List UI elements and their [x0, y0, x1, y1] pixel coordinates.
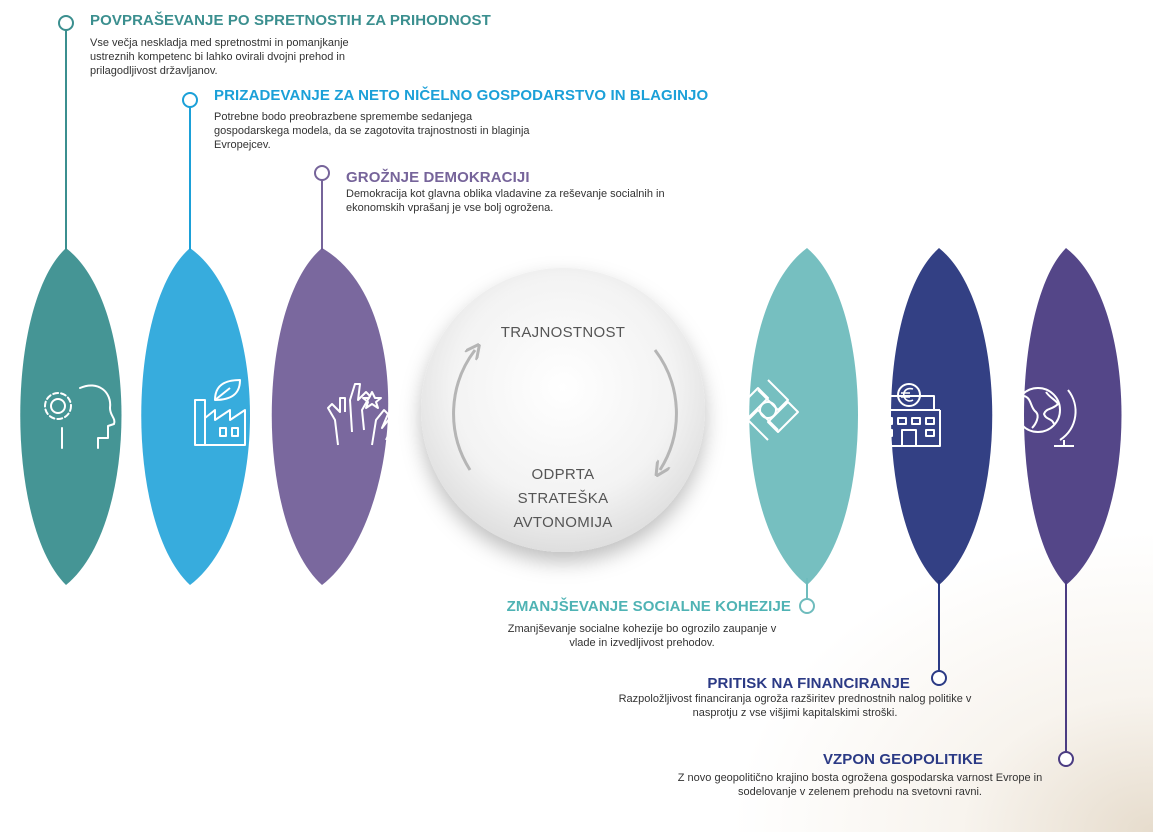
segment-skills — [20, 248, 122, 585]
cohesion-description: Zmanjševanje socialne kohezije bo ogrozi… — [507, 623, 777, 649]
cycle-arrow-left — [452, 350, 475, 471]
netzero-title: PRIZADEVANJE ZA NETO NIČELNO GOSPODARSTV… — [214, 87, 709, 104]
skills-description: Vse večja neskladja med spretnostmi in p… — [90, 37, 349, 77]
head-gear-icon — [44, 384, 116, 449]
center-bottom-line1: ODPRTA — [531, 466, 595, 483]
finance-description: Razpoložljivost financiranja ogroža razš… — [618, 693, 972, 719]
connector-dot-netzero — [182, 92, 198, 108]
geopolitics-description: Z novo geopolitično krajino bosta ogrože… — [677, 772, 1043, 798]
center-bottom-line2: STRATEŠKA — [517, 490, 609, 507]
euro-bank-icon — [877, 383, 941, 447]
democracy-title: GROŽNJE DEMOKRACIJI — [346, 169, 530, 186]
connector-dot-skills — [58, 15, 74, 31]
connector-dot-geopolitics — [1058, 751, 1074, 767]
netzero-description: Potrebne bodo preobrazbene spremembe sed… — [214, 111, 530, 151]
green-factory-icon — [194, 379, 246, 446]
center-bottom-line3: AVTONOMIJA — [513, 514, 613, 531]
geopolitics-title: VZPON GEOPOLITIKE — [822, 751, 983, 768]
linked-hands-icon — [737, 379, 799, 441]
raised-hands-icon — [327, 383, 395, 446]
skills-title: POVPRAŠEVANJE PO SPRETNOSTIH ZA PRIHODNO… — [90, 12, 491, 29]
center-top-label: TRAJNOSTNOST — [500, 324, 626, 341]
globe-icon — [1015, 387, 1077, 447]
segment-finance — [891, 248, 993, 585]
center-disc — [421, 268, 705, 552]
segment-democracy — [271, 248, 389, 585]
connector-dot-cohesion — [799, 598, 815, 614]
democracy-description: Demokracija kot glavna oblika vladavine … — [346, 188, 665, 214]
segment-geopolitics — [1024, 248, 1122, 585]
segment-cohesion — [749, 248, 858, 585]
connector-dot-finance — [931, 670, 947, 686]
connector-dot-democracy — [314, 165, 330, 181]
cohesion-title: ZMANJŠEVANJE SOCIALNE KOHEZIJE — [506, 598, 791, 615]
finance-title: PRITISK NA FINANCIRANJE — [707, 675, 910, 692]
center-bottom-label: ODPRTA STRATEŠKA AVTONOMIJA — [463, 463, 663, 535]
cycle-arrow-right — [653, 349, 678, 470]
